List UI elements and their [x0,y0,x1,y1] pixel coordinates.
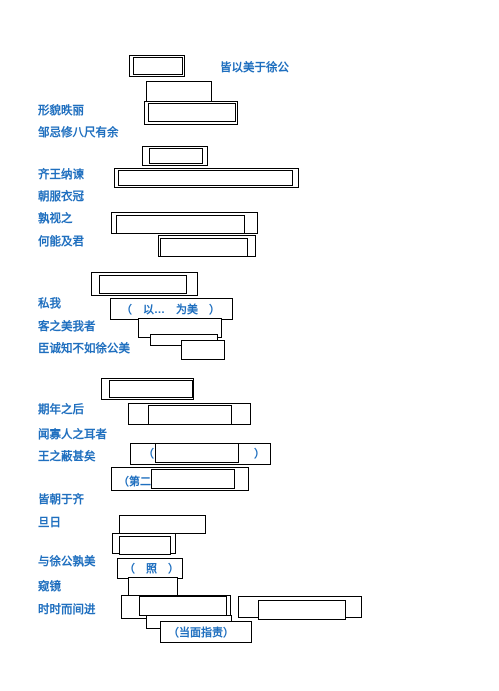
answer-box[interactable] [160,238,248,257]
line-text: 王之蔽甚矣 [38,451,96,463]
answer-box[interactable] [155,443,239,463]
line-text: 皆朝于齐 [38,494,84,506]
answer-box[interactable] [118,170,293,186]
line-text: 旦日 [38,517,61,529]
line-text: 期年之后 [38,404,84,416]
line-text: 时时而间进 [38,604,96,616]
hint-label: （第二 [118,476,151,488]
hint-label: ） [254,448,265,460]
answer-box[interactable] [119,515,206,534]
line-text: 客之美我者 [38,321,96,333]
answer-box[interactable] [128,577,178,597]
line-text: 皆以美于徐公 [220,62,289,74]
line-text: 朝服衣冠 [38,191,84,203]
answer-box[interactable] [258,600,346,620]
line-text: 形貌昳丽 [38,105,84,117]
hint-label: （ 以… 为美 ） [121,304,220,316]
line-text: 私我 [38,298,61,310]
answer-box[interactable] [148,405,232,425]
line-text: 齐王纳谏 [38,169,84,181]
answer-box[interactable] [146,81,212,103]
line-text: 窥镜 [38,581,61,593]
line-text: 孰视之 [38,213,73,225]
hint-label: （ [143,448,154,460]
line-text: 邹忌修八尺有余 [38,127,119,139]
answer-box[interactable] [119,536,171,555]
answer-box[interactable] [151,469,235,489]
line-text: 与徐公孰美 [38,556,96,568]
answer-box[interactable] [139,596,227,616]
hint-label: （当面指责） [168,627,234,639]
answer-box[interactable] [109,380,193,398]
hint-label: （ 照 ） [124,563,179,575]
answer-box[interactable] [99,275,187,294]
answer-box[interactable] [149,148,203,164]
line-text: 何能及君 [38,236,84,248]
answer-box[interactable] [148,103,236,122]
answer-box[interactable] [181,340,225,360]
line-text: 臣诚知不如徐公美 [38,343,130,355]
answer-box[interactable] [133,57,183,75]
answer-box[interactable] [116,215,245,234]
line-text: 闻寡人之耳者 [38,429,107,441]
answer-box[interactable] [160,621,252,643]
